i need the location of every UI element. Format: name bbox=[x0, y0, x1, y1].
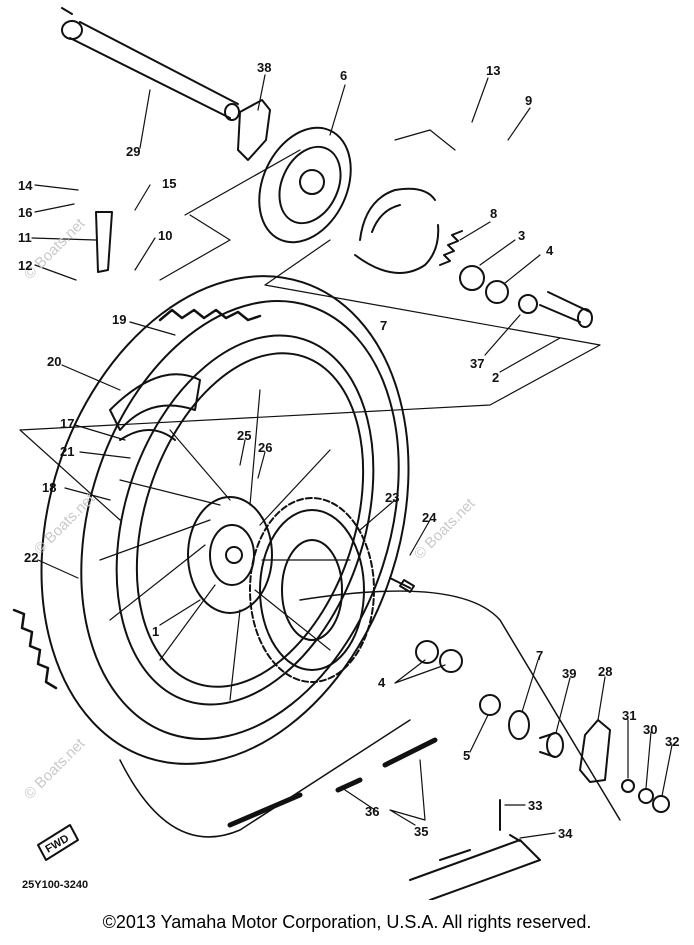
axle bbox=[61, 7, 240, 121]
drive-chain bbox=[119, 590, 621, 838]
part-label: 1 bbox=[152, 624, 159, 639]
part-label: 37 bbox=[470, 356, 484, 371]
collar-39 bbox=[539, 732, 564, 758]
fwd-arrow bbox=[37, 824, 79, 861]
part-label: 29 bbox=[126, 144, 140, 159]
part-label: 13 bbox=[486, 63, 500, 78]
tube bbox=[119, 429, 176, 441]
part-label: 24 bbox=[422, 510, 437, 525]
part-label: 39 bbox=[562, 666, 576, 681]
swingarm-end bbox=[409, 839, 541, 900]
part-label: 4 bbox=[378, 675, 386, 690]
part-label: 2 bbox=[492, 370, 499, 385]
part-label: 38 bbox=[257, 60, 271, 75]
part-label: 14 bbox=[18, 178, 33, 193]
nut-32 bbox=[652, 795, 670, 813]
part-label: 12 bbox=[18, 258, 32, 273]
assembly-frame bbox=[19, 129, 601, 521]
part-label: 3 bbox=[518, 228, 525, 243]
copyright-notice: ©2013 Yamaha Motor Corporation, U.S.A. A… bbox=[102, 912, 592, 932]
leader-lines bbox=[31, 74, 673, 839]
collar bbox=[539, 291, 593, 328]
part-label: 10 bbox=[158, 228, 172, 243]
part-label: 21 bbox=[60, 444, 74, 459]
part-label: 28 bbox=[598, 664, 612, 679]
rear-tire bbox=[12, 275, 410, 765]
part-label: 17 bbox=[60, 416, 74, 431]
washer-30 bbox=[638, 788, 654, 804]
part-label: 23 bbox=[385, 490, 399, 505]
part-label: 18 bbox=[42, 480, 56, 495]
rim-band bbox=[109, 373, 201, 431]
brake-plate bbox=[258, 126, 352, 244]
hub-bearing-a bbox=[415, 640, 439, 664]
part-label: 36 bbox=[365, 804, 379, 819]
dust-seal bbox=[479, 694, 501, 716]
watermark-text: © Boats.net bbox=[31, 490, 99, 558]
part-label: 35 bbox=[414, 824, 428, 839]
washer bbox=[508, 710, 530, 740]
part-label: 26 bbox=[258, 440, 272, 455]
spacer-ring bbox=[518, 294, 538, 314]
bearing bbox=[459, 265, 485, 291]
part-label: 8 bbox=[490, 206, 497, 221]
rear-sprocket bbox=[249, 497, 375, 683]
part-label: 32 bbox=[665, 734, 679, 749]
part-label: 22 bbox=[24, 550, 38, 565]
adjuster-plate bbox=[237, 99, 271, 161]
hub-bearing-b bbox=[439, 649, 463, 673]
seal bbox=[485, 280, 509, 304]
part-label: 30 bbox=[643, 722, 657, 737]
part-label: 7 bbox=[536, 648, 543, 663]
brake-spring bbox=[439, 230, 463, 266]
part-label: 6 bbox=[340, 68, 347, 83]
part-label: 20 bbox=[47, 354, 61, 369]
exploded-parts-diagram: © Boats.net © Boats.net © Boats.net © Bo… bbox=[12, 7, 679, 900]
part-label: 9 bbox=[525, 93, 532, 108]
part-label: 19 bbox=[112, 312, 126, 327]
part-label: 34 bbox=[558, 826, 573, 841]
adjuster-plate-28 bbox=[579, 719, 611, 783]
watermark-text: © Boats.net bbox=[21, 735, 89, 803]
rim bbox=[115, 334, 375, 706]
part-label: 31 bbox=[622, 708, 636, 723]
part-label: 7 bbox=[380, 318, 387, 333]
spokes bbox=[99, 389, 351, 701]
part-label: 25 bbox=[237, 428, 251, 443]
part-labels: 38 6 13 9 29 14 15 16 11 10 12 8 3 4 7 3… bbox=[18, 60, 679, 841]
part-label: 5 bbox=[463, 748, 470, 763]
sprocket-bolt bbox=[389, 577, 415, 593]
watermark-text: © Boats.net bbox=[411, 495, 479, 563]
chain-adjuster bbox=[95, 211, 113, 273]
brake-shoes bbox=[354, 187, 440, 274]
washer-31 bbox=[621, 779, 635, 793]
part-label: 4 bbox=[546, 243, 554, 258]
watermarks: © Boats.net © Boats.net © Boats.net © Bo… bbox=[21, 215, 479, 803]
drawing-code: 25Y100-3240 bbox=[22, 879, 88, 891]
part-label: 33 bbox=[528, 798, 542, 813]
part-label: 11 bbox=[18, 230, 32, 245]
part-label: 15 bbox=[162, 176, 176, 191]
part-label: 16 bbox=[18, 205, 32, 220]
